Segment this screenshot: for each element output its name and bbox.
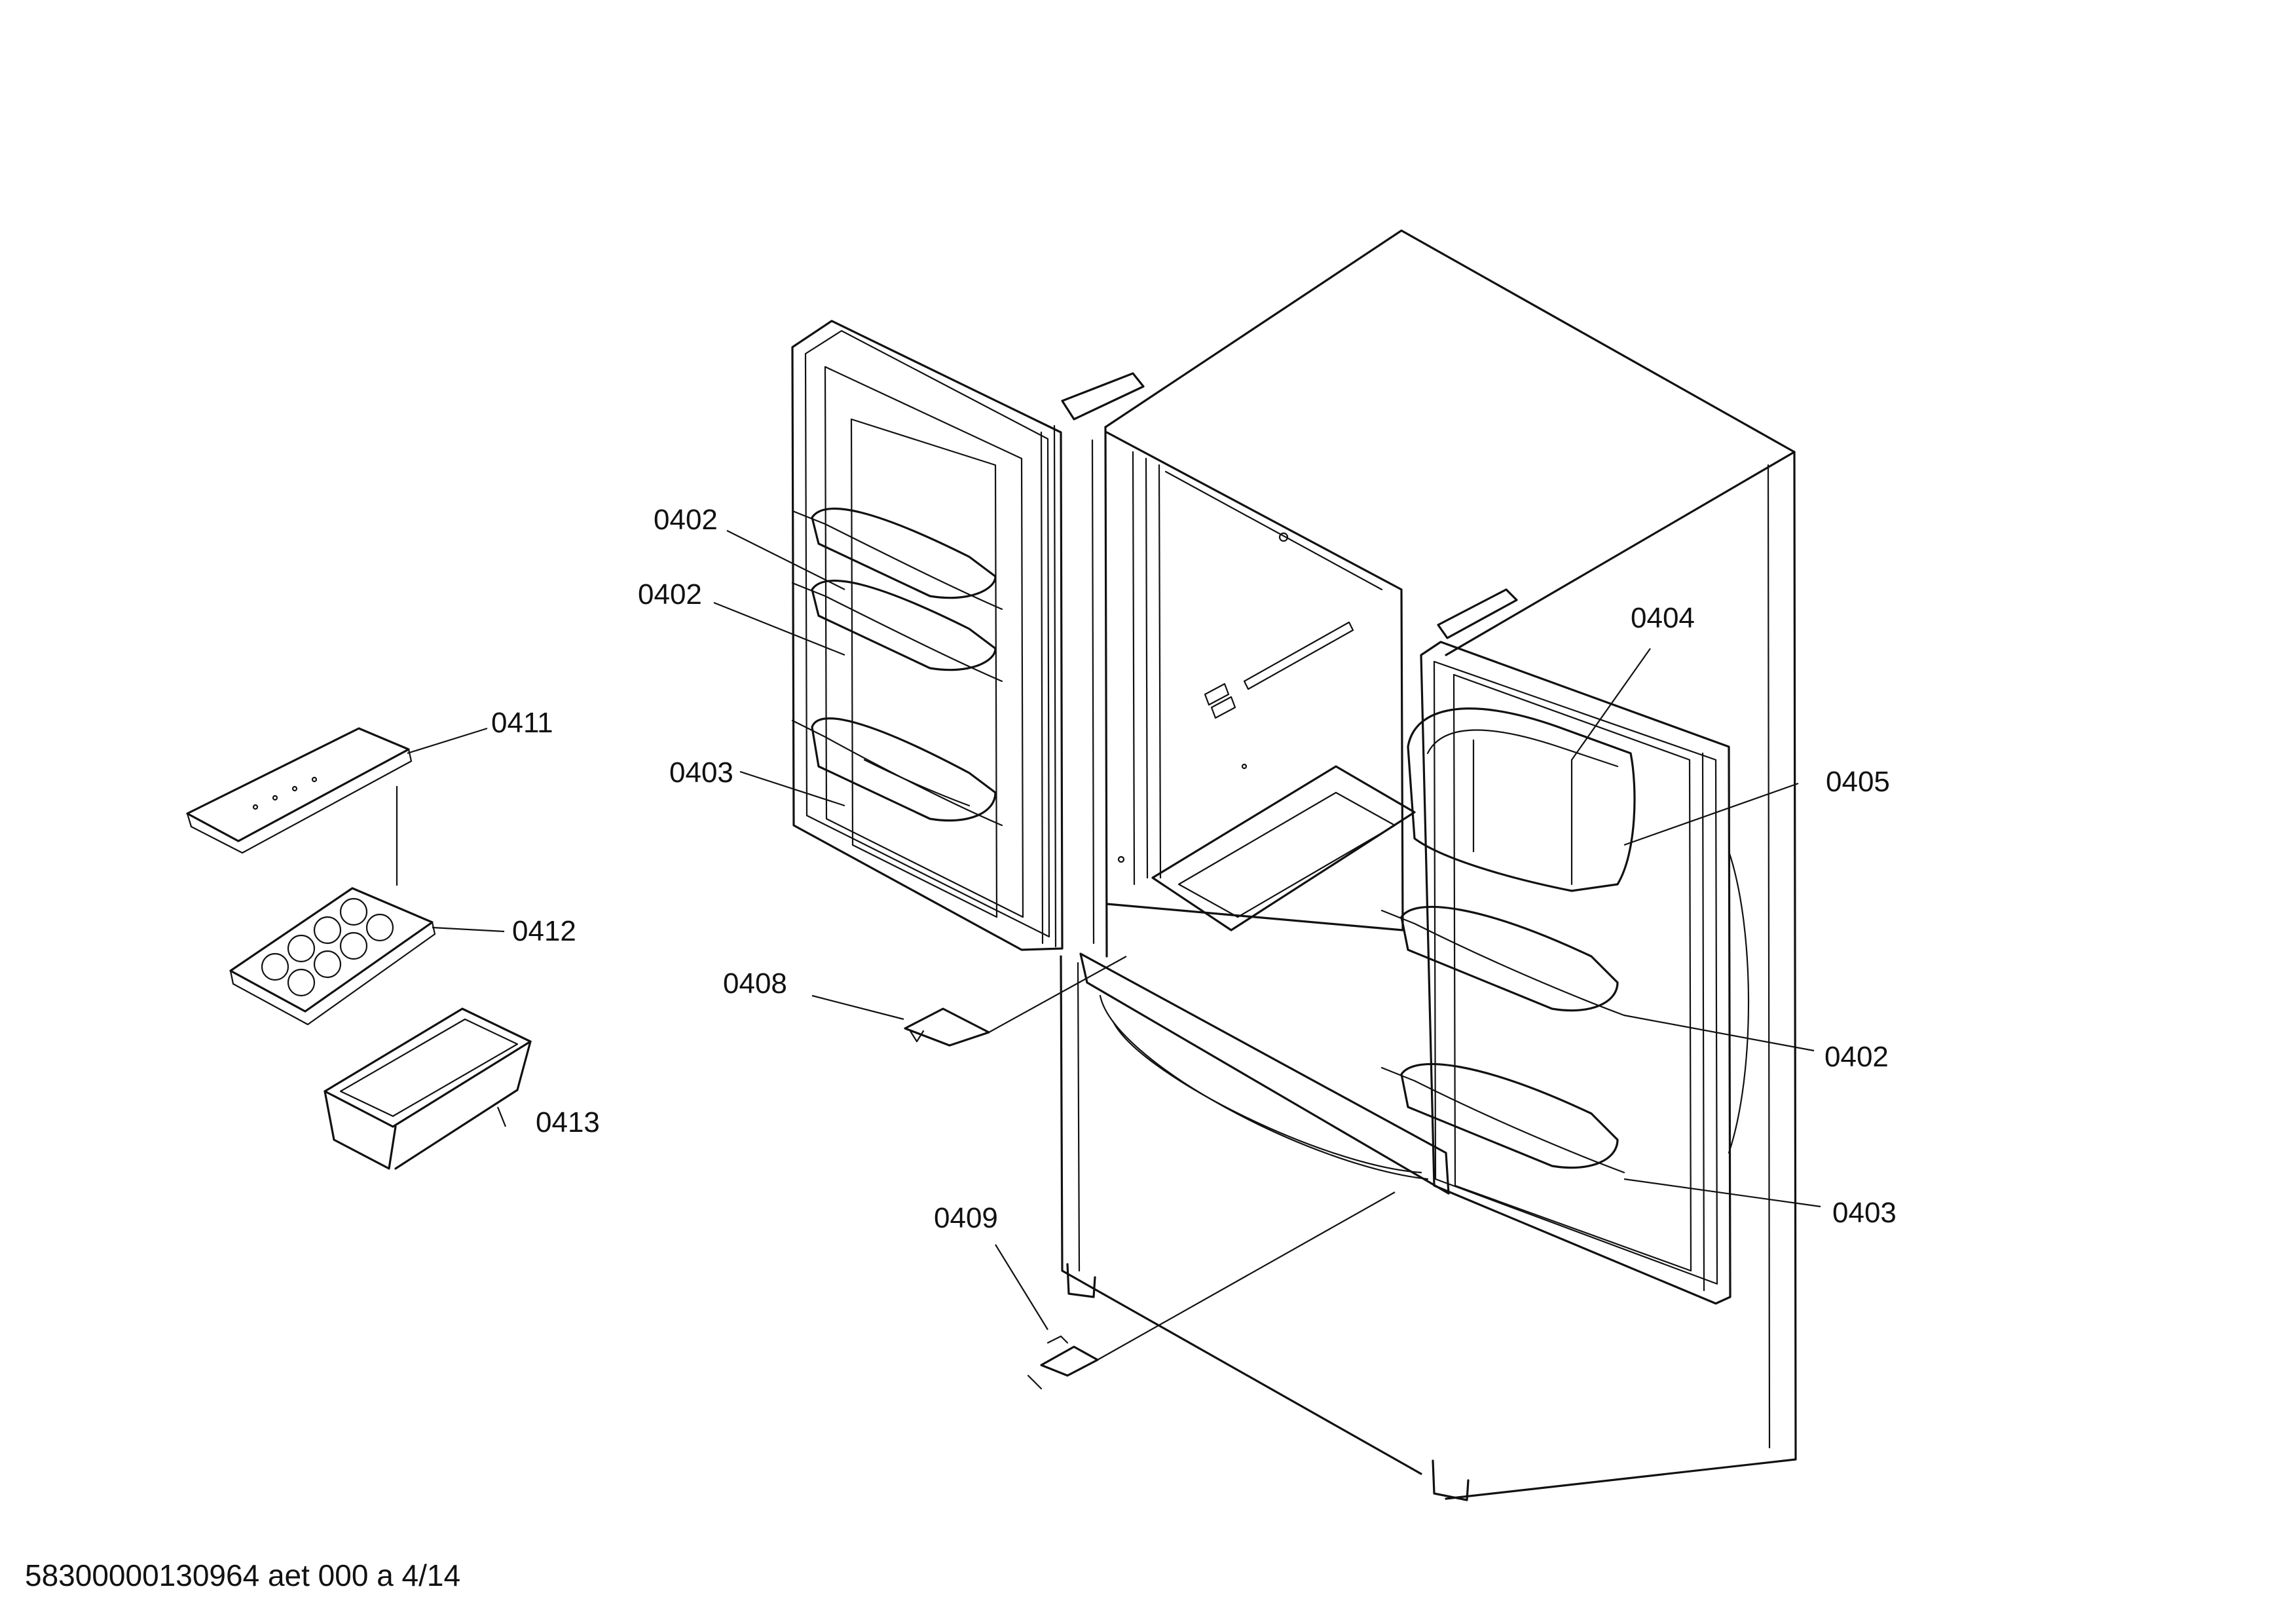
refrigerator-cabinet xyxy=(1060,229,1797,1501)
callout-0404: 0404 xyxy=(1631,602,1695,634)
left-door xyxy=(791,320,1064,951)
callout-0403-right: 0403 xyxy=(1832,1197,1897,1229)
callout-0413: 0413 xyxy=(536,1106,600,1138)
callout-0402-upper: 0402 xyxy=(654,504,718,536)
fridge-interior xyxy=(1105,431,1416,931)
callout-0405: 0405 xyxy=(1826,766,1890,798)
callout-0403-left: 0403 xyxy=(669,757,733,789)
callout-labels: 0402 0402 0403 0411 0412 0413 0408 0409 … xyxy=(491,504,1897,1234)
callout-0409: 0409 xyxy=(934,1202,998,1234)
callout-0412: 0412 xyxy=(512,915,576,947)
callout-0411: 0411 xyxy=(491,707,553,739)
hinge-part-0408 xyxy=(904,1007,990,1047)
storage-bin-0413 xyxy=(324,1007,532,1170)
callout-0402-right: 0402 xyxy=(1824,1041,1889,1073)
hinge-part-0409 xyxy=(1027,1335,1099,1390)
leader-lines xyxy=(396,530,1821,1361)
right-door xyxy=(1380,641,1750,1305)
egg-tray-0412 xyxy=(229,887,436,1026)
ice-tray-lid-0411 xyxy=(186,727,413,854)
callout-0408: 0408 xyxy=(723,967,787,1000)
document-code: 58300000130964 aet 000 a 4/14 xyxy=(25,1558,461,1592)
callout-0402-middle: 0402 xyxy=(638,578,702,610)
